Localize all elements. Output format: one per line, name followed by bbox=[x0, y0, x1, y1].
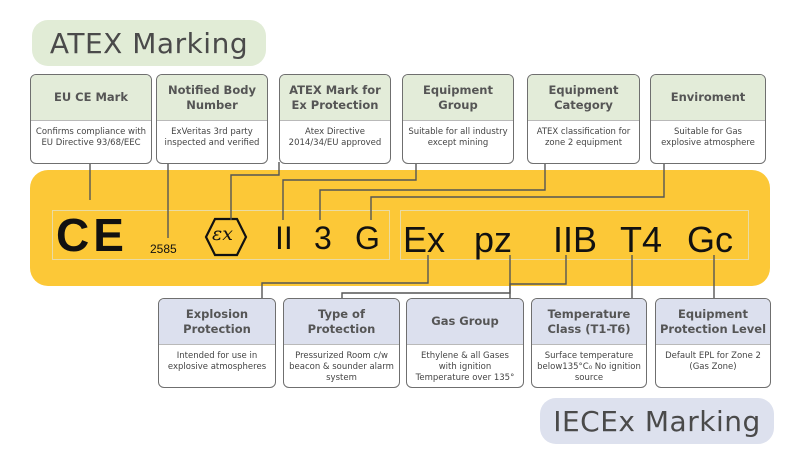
notified-body-number-title: Notified Body Number bbox=[157, 75, 267, 120]
protection-type-mark: pz bbox=[474, 219, 513, 260]
connector-explosion-protection bbox=[261, 255, 429, 300]
ex-hexagon-text: εx bbox=[212, 223, 233, 245]
equipment-category-box: Equipment Category ATEX classification f… bbox=[527, 74, 640, 164]
connector-gas-group bbox=[509, 255, 567, 300]
temperature-class-title: Temperature Class (T1-T6) bbox=[532, 299, 646, 344]
equipment-protection-level-description: Default EPL for Zone 2 (Gas Zone) bbox=[656, 344, 770, 373]
temperature-class-description: Surface temperature below135°C₀ No ignit… bbox=[532, 344, 646, 384]
ex-mark: Ex bbox=[403, 219, 446, 260]
temperature-class-mark: T4 bbox=[620, 219, 663, 260]
notified-body-number-box: Notified Body Number ExVeritas 3rd party… bbox=[156, 74, 268, 164]
ex-hexagon-icon bbox=[204, 217, 248, 257]
environment-description: Suitable for Gas explosive atmosphere bbox=[651, 120, 765, 149]
connector-type-of-protection bbox=[341, 255, 511, 300]
type-of-protection-description: Pressurized Room c/w beacon & sounder al… bbox=[284, 344, 399, 384]
equipment-protection-level-box: Equipment Protection Level Default EPL f… bbox=[655, 298, 771, 388]
eu-ce-mark-box: EU CE Mark Confirms compliance with EU D… bbox=[30, 74, 152, 164]
atex-mark-title: ATEX Mark for Ex Protection bbox=[280, 75, 390, 120]
environment-title: Enviroment bbox=[651, 75, 765, 120]
equipment-protection-level-title: Equipment Protection Level bbox=[656, 299, 770, 344]
equipment-group-box: Equipment Group Suitable for all industr… bbox=[402, 74, 514, 164]
atex-marking-group bbox=[52, 210, 390, 260]
epl-mark: Gc bbox=[687, 219, 734, 260]
explosion-protection-description: Intended for use in explosive atmosphere… bbox=[159, 344, 275, 373]
explosion-protection-box: Explosion Protection Intended for use in… bbox=[158, 298, 276, 388]
equipment-category-mark: 3 bbox=[314, 220, 332, 256]
ce-mark-symbol: CE bbox=[56, 209, 128, 261]
connector-equipment-group bbox=[282, 162, 417, 220]
atex-mark-description: Atex Directive 2014/34/EU approved bbox=[280, 120, 390, 149]
equipment-group-description: Suitable for all industry except mining bbox=[403, 120, 513, 149]
equipment-category-title: Equipment Category bbox=[528, 75, 639, 120]
gas-group-box: Gas Group Ethylene & all Gases with igni… bbox=[406, 298, 524, 388]
explosion-protection-title: Explosion Protection bbox=[159, 299, 275, 344]
environment-mark: G bbox=[355, 220, 380, 256]
atex-marking-title: ATEX Marking bbox=[32, 20, 266, 66]
connector-equipment-category bbox=[319, 162, 546, 220]
equipment-group-title: Equipment Group bbox=[403, 75, 513, 120]
gas-group-title: Gas Group bbox=[407, 299, 523, 344]
notified-body-number-description: ExVeritas 3rd party inspected and verifi… bbox=[157, 120, 267, 149]
gas-group-mark: IIB bbox=[553, 219, 598, 260]
iecex-marking-title: IECEx Marking bbox=[540, 398, 774, 444]
notified-body-number-text: 2585 bbox=[150, 242, 177, 256]
equipment-category-description: ATEX classification for zone 2 equipment bbox=[528, 120, 639, 149]
connector-atex-mark bbox=[230, 162, 280, 220]
equipment-group-mark: II bbox=[275, 220, 293, 256]
connector-environment bbox=[370, 162, 665, 220]
eu-ce-mark-title: EU CE Mark bbox=[31, 75, 151, 120]
eu-ce-mark-description: Confirms compliance with EU Directive 93… bbox=[31, 120, 151, 149]
temperature-class-box: Temperature Class (T1-T6) Surface temper… bbox=[531, 298, 647, 388]
type-of-protection-title: Type of Protection bbox=[284, 299, 399, 344]
environment-box: Enviroment Suitable for Gas explosive at… bbox=[650, 74, 766, 164]
iecex-marking-group bbox=[400, 210, 749, 260]
type-of-protection-box: Type of Protection Pressurized Room c/w … bbox=[283, 298, 400, 388]
atex-mark-box: ATEX Mark for Ex Protection Atex Directi… bbox=[279, 74, 391, 164]
gas-group-description: Ethylene & all Gases with ignition Tempe… bbox=[407, 344, 523, 384]
